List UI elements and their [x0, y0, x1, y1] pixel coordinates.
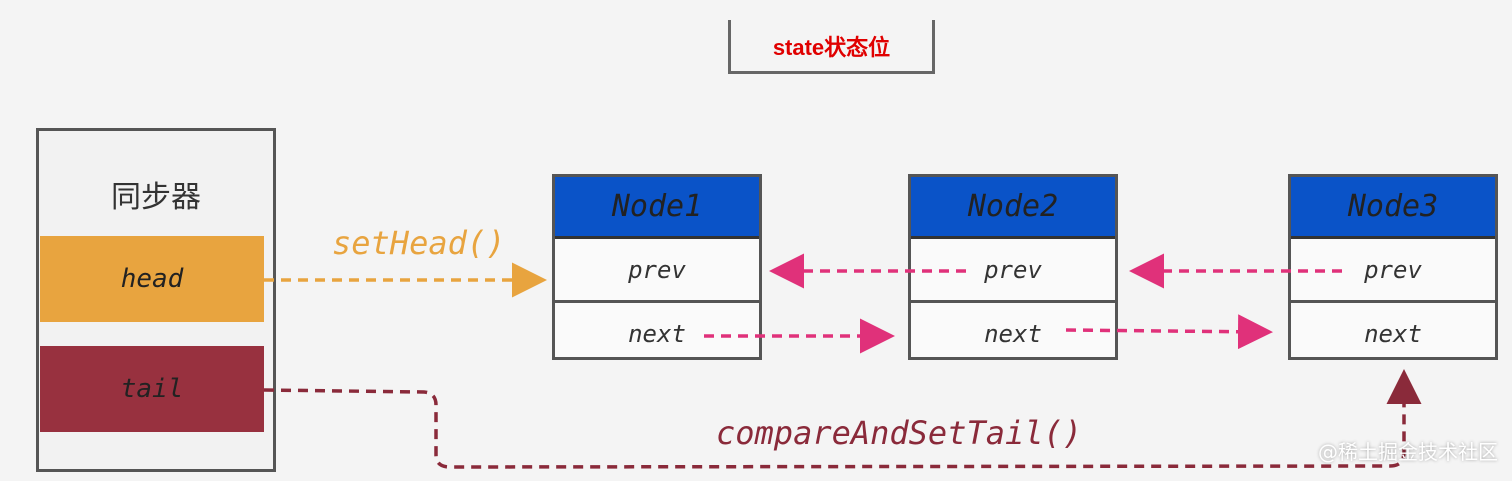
- node-3-prev: prev: [1291, 239, 1495, 303]
- node-2: Node2 prev next: [908, 174, 1118, 360]
- node-1-prev: prev: [555, 239, 759, 303]
- node-1-header: Node1: [555, 177, 759, 239]
- state-bit-box: state状态位: [728, 20, 935, 74]
- head-label: head: [120, 264, 184, 294]
- node-3: Node3 prev next: [1288, 174, 1498, 360]
- state-bit-label: state状态位: [772, 34, 891, 60]
- node-1: Node1 prev next: [552, 174, 762, 360]
- tail-field: tail: [40, 346, 264, 432]
- node-3-next: next: [1364, 319, 1422, 348]
- node-2-next: next: [984, 319, 1042, 348]
- node-3-header: Node3: [1291, 177, 1495, 239]
- tail-label: tail: [120, 374, 184, 404]
- node2-next-arrow: [1065, 314, 1273, 350]
- compare-and-set-tail-label: compareAndSetTail(): [716, 414, 1083, 452]
- watermark: @稀土掘金技术社区: [1318, 440, 1498, 464]
- synchronizer-title: 同步器: [111, 180, 201, 215]
- compare-and-set-tail-arrow: [263, 369, 1422, 469]
- node-2-header: Node2: [911, 177, 1115, 239]
- node-1-next: next: [628, 319, 686, 348]
- head-field: head: [40, 236, 264, 322]
- set-head-label: setHead(): [332, 224, 506, 262]
- node-2-prev: prev: [911, 239, 1115, 303]
